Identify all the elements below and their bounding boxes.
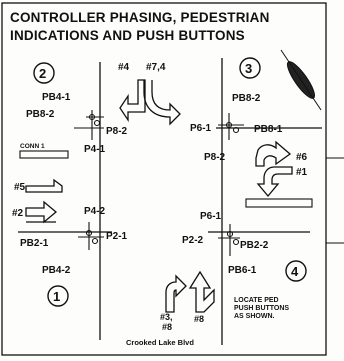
label-p6-1-top: P6-1 — [190, 123, 212, 134]
phase-1-left-turn-arrow-icon — [256, 166, 293, 198]
phase-4-number: 4 — [291, 264, 299, 279]
label-p8-2-left: P8-2 — [106, 126, 128, 137]
label-p6-1-bottom: P6-1 — [200, 211, 222, 222]
label-pb2-2: PB2-2 — [240, 240, 269, 251]
label-phase-6: #6 — [296, 152, 308, 163]
label-phase-4: #4 — [118, 62, 130, 73]
label-pb4-2: PB4-2 — [42, 265, 71, 276]
ped-signal-cluster-nw — [86, 110, 104, 140]
label-p4-2: P4-2 — [84, 206, 106, 217]
note-text: LOCATE PED PUSH BUTTONS AS SHOWN. — [234, 297, 290, 320]
label-p2-2: P2-2 — [182, 235, 204, 246]
phase-2-circle — [33, 62, 55, 84]
west-median-island — [19, 150, 69, 159]
ped-signal-cluster-se — [218, 224, 240, 256]
label-p8-2-right: P8-2 — [204, 152, 226, 163]
diagram-border — [1, 2, 327, 356]
phase-7-4-left-turn-arrow-icon — [143, 80, 181, 126]
phase-2-number: 2 — [39, 66, 46, 81]
label-pb8-2-right: PB8-2 — [232, 93, 261, 104]
phase-3-number: 3 — [245, 61, 252, 76]
phase-6-arrow-icon — [255, 140, 292, 167]
east-median-island — [245, 198, 313, 208]
ped-signal-cluster-sw — [78, 222, 104, 250]
phase-3-circle — [239, 57, 261, 79]
label-pb6-1: PB6-1 — [228, 265, 257, 276]
ped-signal-cluster-ne — [218, 113, 244, 140]
label-conn1: CONN 1 — [20, 143, 45, 150]
phase-4-southbound-arrow-icon — [119, 79, 146, 123]
title-line-1: CONTROLLER PHASING, PEDESTRIAN — [10, 10, 270, 25]
label-phase-2: #2 — [12, 208, 24, 219]
label-phase-5: #5 — [14, 182, 26, 193]
label-phase-8-sub: #8 — [162, 322, 172, 332]
label-p2-1: P2-1 — [106, 231, 128, 242]
phase-5-left-turn-arrow-icon — [25, 178, 63, 193]
note-box: LOCATE PED PUSH BUTTONS AS SHOWN. — [234, 297, 290, 320]
label-pb8-1: PB8-1 — [254, 124, 283, 135]
street-name: Crooked Lake Blvd — [126, 338, 194, 347]
label-pb8-2-left: PB8-2 — [26, 109, 55, 120]
title-line-2: INDICATIONS AND PUSH BUTTONS — [10, 28, 245, 43]
label-phase-3: #3, — [160, 312, 173, 322]
label-phase-8: #8 — [194, 314, 204, 324]
label-pb2-1: PB2-1 — [20, 238, 49, 249]
phase-2-eastbound-arrow-icon — [25, 200, 58, 224]
phase-1-circle — [47, 285, 69, 307]
label-phase-1: #1 — [296, 167, 308, 178]
phase-4-circle — [285, 260, 307, 282]
label-p4-1: P4-1 — [84, 144, 106, 155]
label-phase-7-4: #7,4 — [146, 62, 166, 73]
label-pb4-1: PB4-1 — [42, 92, 71, 103]
phase-8-northbound-arrow-icon — [188, 270, 215, 313]
phase-3-arrow-icon — [165, 274, 187, 313]
phase-1-number: 1 — [53, 289, 60, 304]
north-arrow-icon — [280, 49, 322, 111]
